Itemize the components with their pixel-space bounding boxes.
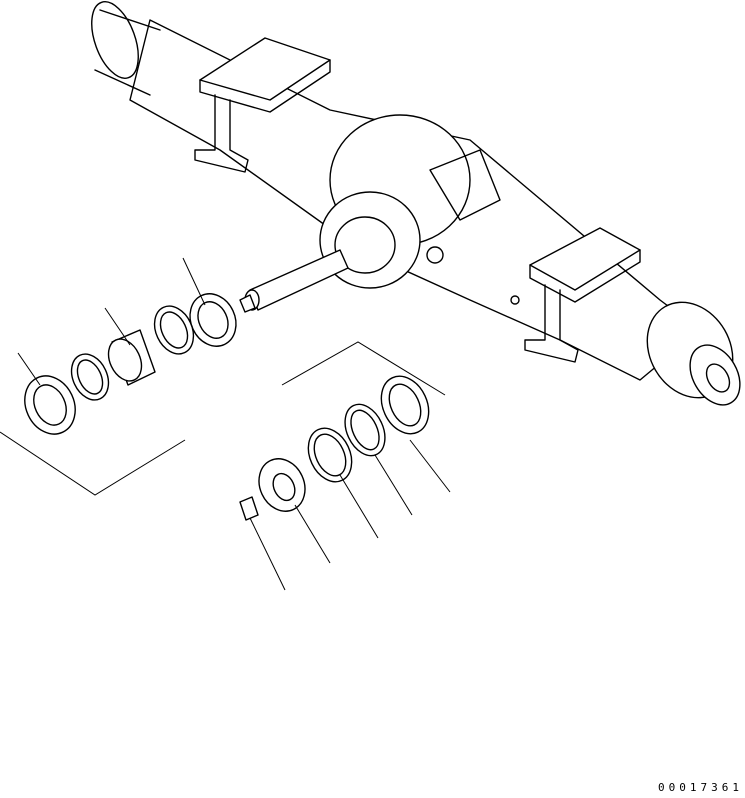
parts	[24, 293, 430, 521]
drawing-number: 00017361	[658, 781, 743, 794]
leader-lines	[0, 257, 451, 591]
axle-housing	[91, 1, 741, 406]
axle-shaft	[239, 249, 349, 313]
